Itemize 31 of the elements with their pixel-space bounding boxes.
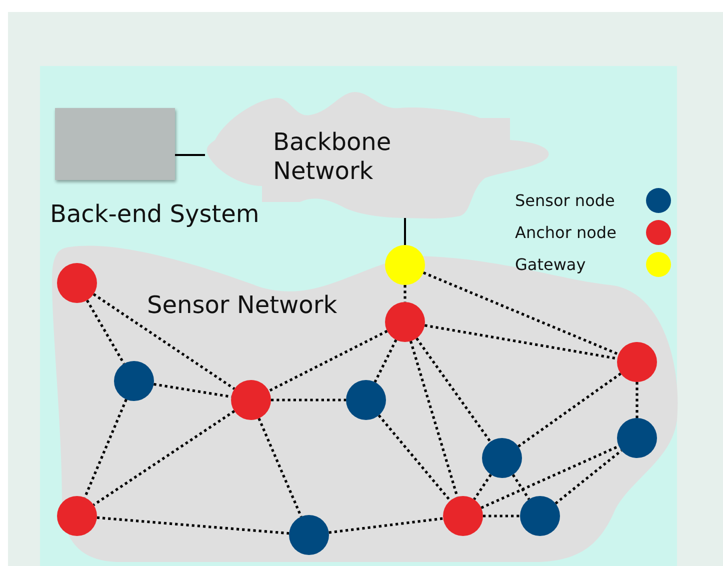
connection-line — [483, 514, 520, 518]
connection-line — [422, 272, 620, 356]
connection-line — [404, 218, 406, 245]
node-label: Back-end System — [50, 200, 260, 229]
connection-line — [271, 398, 346, 402]
connection-line — [175, 154, 205, 156]
connection-line — [92, 293, 236, 390]
legend-label: Sensor node — [515, 191, 616, 210]
connection-line — [86, 300, 126, 364]
connection-line — [512, 474, 530, 500]
node-label: Sensor Network — [147, 291, 338, 320]
connection-line — [374, 339, 398, 383]
connection-line — [84, 398, 128, 498]
connection-line — [92, 410, 236, 506]
connection-line — [258, 418, 302, 518]
connection-line — [424, 324, 618, 360]
legend-label: Anchor node — [515, 223, 618, 242]
connection-line — [554, 450, 622, 504]
legend-label: Gateway — [515, 255, 587, 274]
node-label: Backbone Network — [273, 128, 392, 186]
connection-line — [518, 372, 622, 448]
connection-line — [416, 338, 492, 442]
connection-line — [378, 414, 452, 502]
connection-line — [636, 382, 638, 418]
connection-line — [96, 516, 290, 535]
connection-line — [268, 330, 388, 392]
connection-line — [404, 285, 406, 302]
connection-line — [473, 474, 492, 500]
connection-line — [480, 445, 620, 509]
connection-line — [328, 517, 444, 534]
connection-line — [154, 382, 232, 398]
